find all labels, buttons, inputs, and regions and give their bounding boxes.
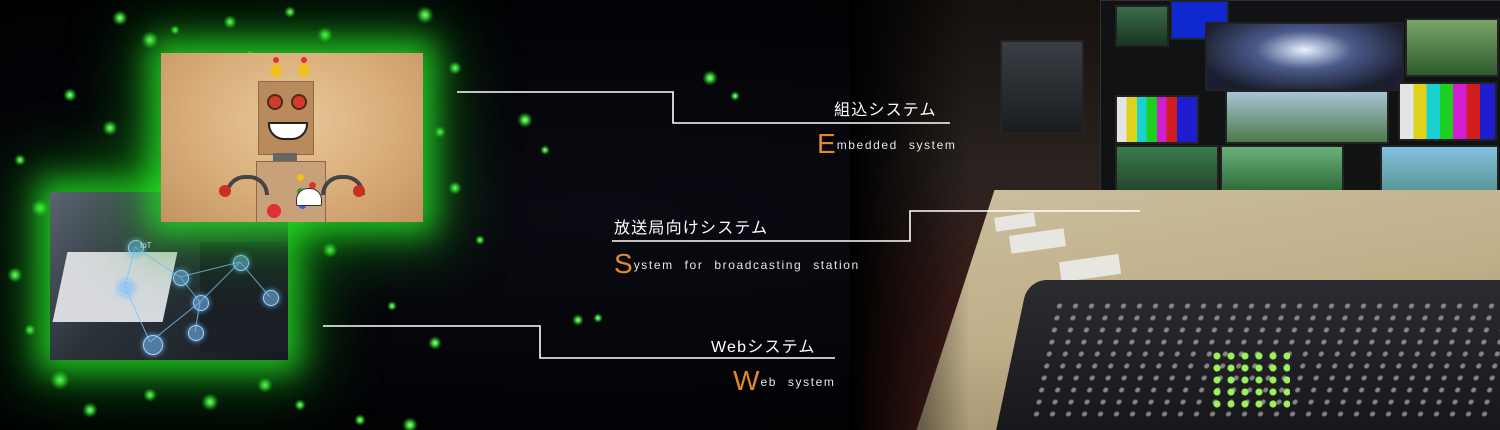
service-web-subtitle[interactable]: Web system [733, 365, 836, 397]
service-broadcast-title[interactable]: 放送局向けシステム [614, 220, 769, 237]
iot-badge: IoT [140, 241, 152, 250]
service-embedded-initial: E [817, 128, 836, 159]
connector-embedded [457, 91, 950, 124]
service-embedded-subtitle[interactable]: Embedded system [817, 128, 956, 160]
broadcast-control-room-photo [850, 0, 1500, 430]
connector-web [323, 325, 835, 359]
service-embedded-title[interactable]: 組込システム [834, 102, 937, 119]
service-broadcast-subtitle[interactable]: System for broadcasting station [614, 248, 860, 280]
service-broadcast-en: ystem for broadcasting station [633, 258, 860, 272]
service-embedded-en: mbedded system [836, 138, 957, 152]
robot-photo [161, 53, 423, 222]
service-web-title[interactable]: Webシステム [711, 339, 816, 356]
service-web-initial: W [733, 365, 760, 396]
service-web-en: eb system [760, 375, 836, 389]
service-broadcast-initial: S [614, 248, 633, 279]
connector-broadcast [612, 210, 1140, 242]
